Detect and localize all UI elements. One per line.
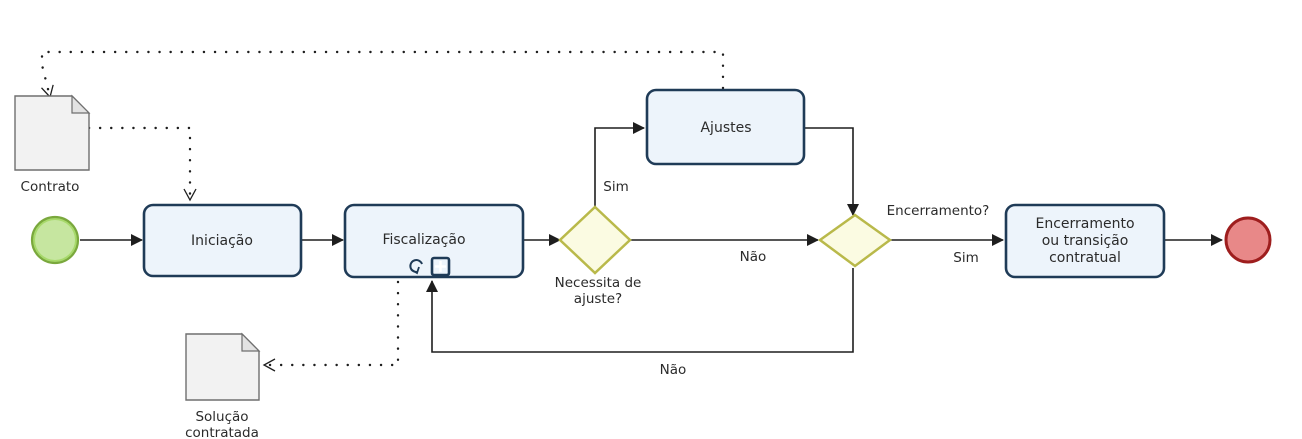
- gateway-ajuste-label-line2: ajuste?: [574, 291, 622, 307]
- flow-gateway-ajustes: [594, 122, 645, 207]
- flow-label-sim-right: Sim: [953, 250, 978, 266]
- task-encerramento[interactable]: Encerramento ou transição contratual: [1004, 203, 1166, 279]
- document-solucao-label-line1: Solução: [195, 409, 248, 425]
- task-fiscalizacao-label: Fiscalização: [382, 232, 465, 248]
- task-ajustes[interactable]: Ajustes: [645, 88, 806, 166]
- task-encerramento-line2: ou transição: [1042, 233, 1129, 249]
- task-iniciacao-label: Iniciação: [191, 233, 253, 249]
- flow-label-nao-mid: Não: [740, 249, 767, 265]
- start-event: [30, 215, 80, 265]
- gateway-encerramento[interactable]: [817, 213, 893, 268]
- task-iniciacao[interactable]: Iniciação: [142, 203, 303, 278]
- subprocess-plus-icon: [430, 256, 451, 277]
- task-ajustes-label: Ajustes: [700, 120, 751, 136]
- task-encerramento-line3: contratual: [1049, 250, 1121, 266]
- flow-label-nao-bottom: Não: [660, 362, 687, 378]
- end-event: [1224, 216, 1272, 264]
- association-contrato-iniciacao: [87, 126, 197, 202]
- document-solucao-contratada: [185, 332, 261, 401]
- task-encerramento-line1: Encerramento: [1035, 216, 1134, 232]
- flow-gateway-nao-fiscalizacao: [426, 268, 854, 353]
- gateway-ajuste-label-line1: Necessita de: [555, 275, 642, 291]
- document-contrato: [14, 94, 91, 171]
- loop-marker-icon: [409, 259, 423, 275]
- document-solucao-label-line2: contratada: [185, 425, 259, 439]
- association-ajustes-contrato: [40, 50, 725, 99]
- document-contrato-label: Contrato: [21, 179, 80, 195]
- flow-label-sim-up: Sim: [603, 179, 628, 195]
- flow-ajustes-encerramento-gateway: [805, 127, 859, 216]
- start-event-inner: [35, 220, 75, 260]
- gateway-necessita-ajuste[interactable]: [558, 205, 632, 275]
- association-fiscalizacao-solucao: [262, 280, 400, 372]
- task-fiscalizacao[interactable]: Fiscalização: [343, 203, 525, 279]
- gateway-encerramento-label: Encerramento?: [887, 203, 990, 219]
